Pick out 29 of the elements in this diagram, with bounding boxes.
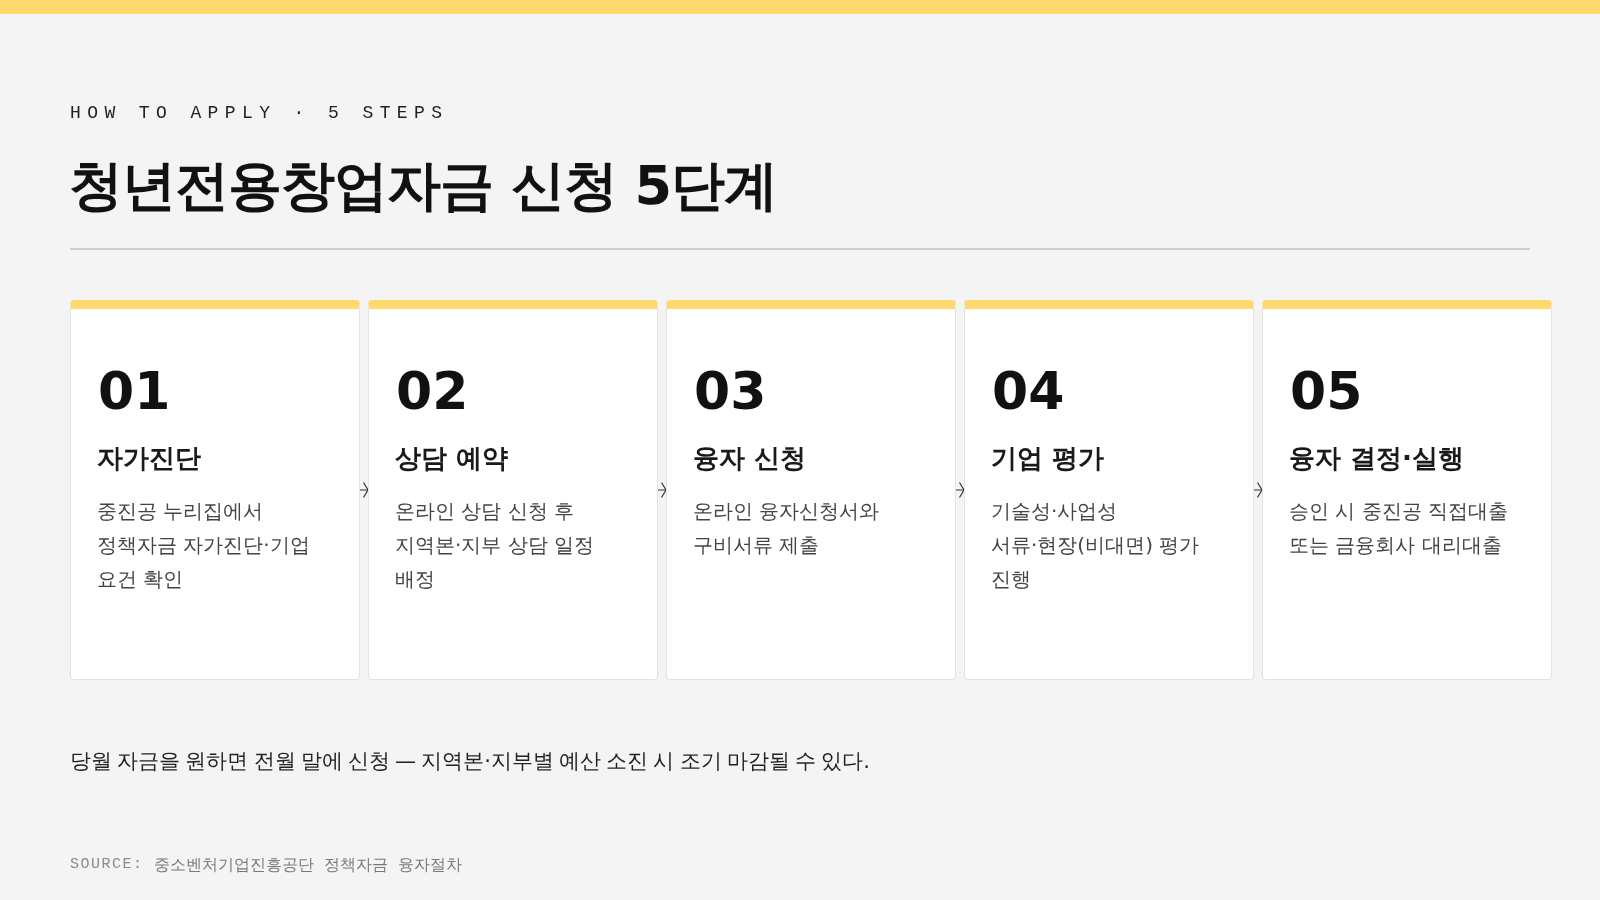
arrow	[955, 481, 965, 499]
step-card	[964, 300, 1254, 680]
step-number: 01	[98, 362, 171, 420]
step-number: 02	[396, 362, 469, 420]
step-heading: 기업 평가	[991, 442, 1105, 475]
step-description: 온라인 융자신청서와 구비서류 제출	[693, 498, 881, 559]
step-card	[1262, 300, 1552, 680]
page-title: 청년전용창업자금 신청 5단계	[69, 153, 778, 219]
step-heading: 자가진단	[97, 442, 201, 475]
step-heading: 융자 신청	[693, 442, 807, 475]
source-label: SOURCE:	[70, 855, 144, 875]
step-description: 온라인 상담 신청 후 지역본·지부 상담 일정 배정	[395, 498, 596, 593]
step-description: 중진공 누리집에서 정책자금 자가진단·기업 요건 확인	[97, 498, 311, 593]
source-text: 중소벤처기업진흥공단 정책자금 융자절차	[153, 855, 462, 875]
arrow	[657, 481, 667, 499]
step-card	[368, 300, 658, 680]
step-card	[666, 300, 956, 680]
step-number: 05	[1290, 362, 1363, 420]
step-heading: 융자 결정·실행	[1289, 442, 1464, 475]
footnote-text: 당월 자금을 원하면 전월 말에 신청 — 지역본·지부별 예산 소진 시 조기 마감될 수 있다.	[70, 748, 870, 775]
arrow	[359, 481, 369, 499]
step-description: 기술성·사업성 서류·현장(비대면) 평가 진행	[991, 498, 1201, 593]
step-heading: 상담 예약	[395, 442, 509, 475]
arrow	[1253, 481, 1263, 499]
step-number: 03	[694, 362, 767, 420]
eyebrow-text: HOW TO APPLY · 5 STEPS	[70, 102, 449, 124]
step-number: 04	[992, 362, 1065, 420]
step-card	[70, 300, 360, 680]
step-description: 승인 시 중진공 직접대출 또는 금융회사 대리대출	[1289, 498, 1510, 559]
